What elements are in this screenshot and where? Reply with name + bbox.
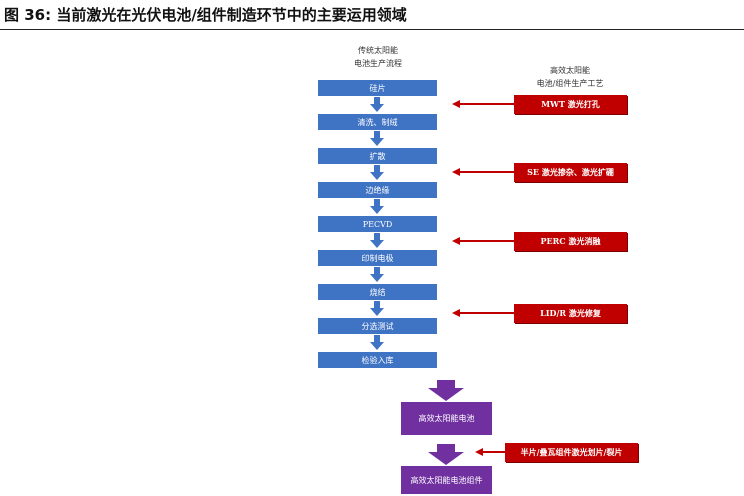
- step-box-3: 扩散: [318, 148, 437, 164]
- left-arrow-icon: [475, 448, 483, 456]
- step-box-6: 印制电极: [318, 250, 437, 266]
- left-column-header: 传统太阳能 电池生产流程: [338, 44, 418, 70]
- down-arrow-icon: [370, 97, 384, 112]
- down-arrow-icon: [370, 267, 384, 282]
- step-box-1: 硅片: [318, 80, 437, 96]
- right-header-line-1: 高效太阳能: [550, 66, 590, 75]
- left-header-line-2: 电池生产流程: [354, 59, 402, 68]
- laser-box-perc: PERC 激光消融: [514, 232, 627, 251]
- big-down-arrow-icon: [428, 444, 464, 465]
- left-arrow-icon: [452, 237, 460, 245]
- right-header-line-2: 电池/组件生产工艺: [536, 79, 604, 88]
- step-box-7: 烧结: [318, 284, 437, 300]
- title-rule: [0, 29, 744, 30]
- laser-box-lidr: LID/R 激光修复: [514, 304, 627, 323]
- down-arrow-icon: [370, 165, 384, 180]
- output-box-cell: 高效太阳能电池: [401, 402, 492, 435]
- big-down-arrow-icon: [428, 380, 464, 401]
- down-arrow-icon: [370, 335, 384, 350]
- down-arrow-icon: [370, 233, 384, 248]
- left-arrow-icon: [452, 309, 460, 317]
- right-column-header: 高效太阳能 电池/组件生产工艺: [505, 64, 635, 90]
- step-box-5: PECVD: [318, 216, 437, 232]
- left-arrow-icon: [452, 168, 460, 176]
- down-arrow-icon: [370, 199, 384, 214]
- down-arrow-icon: [370, 301, 384, 316]
- down-arrow-icon: [370, 131, 384, 146]
- output-box-module: 高效太阳能电池组件: [401, 466, 492, 494]
- laser-box-se: SE 激光掺杂、激光扩硼: [514, 163, 627, 182]
- step-box-8: 分选测试: [318, 318, 437, 334]
- laser-box-mwt: MWT 激光打孔: [514, 95, 627, 114]
- step-box-4: 边绝缘: [318, 182, 437, 198]
- step-box-9: 检验入库: [318, 352, 437, 368]
- step-box-2: 清洗、制绒: [318, 114, 437, 130]
- figure-title: 图 36: 当前激光在光伏电池/组件制造环节中的主要运用领域: [4, 6, 407, 24]
- laser-box-half-cell: 半片/叠瓦组件激光划片/裂片: [505, 443, 638, 462]
- left-header-line-1: 传统太阳能: [358, 46, 398, 55]
- left-arrow-icon: [452, 100, 460, 108]
